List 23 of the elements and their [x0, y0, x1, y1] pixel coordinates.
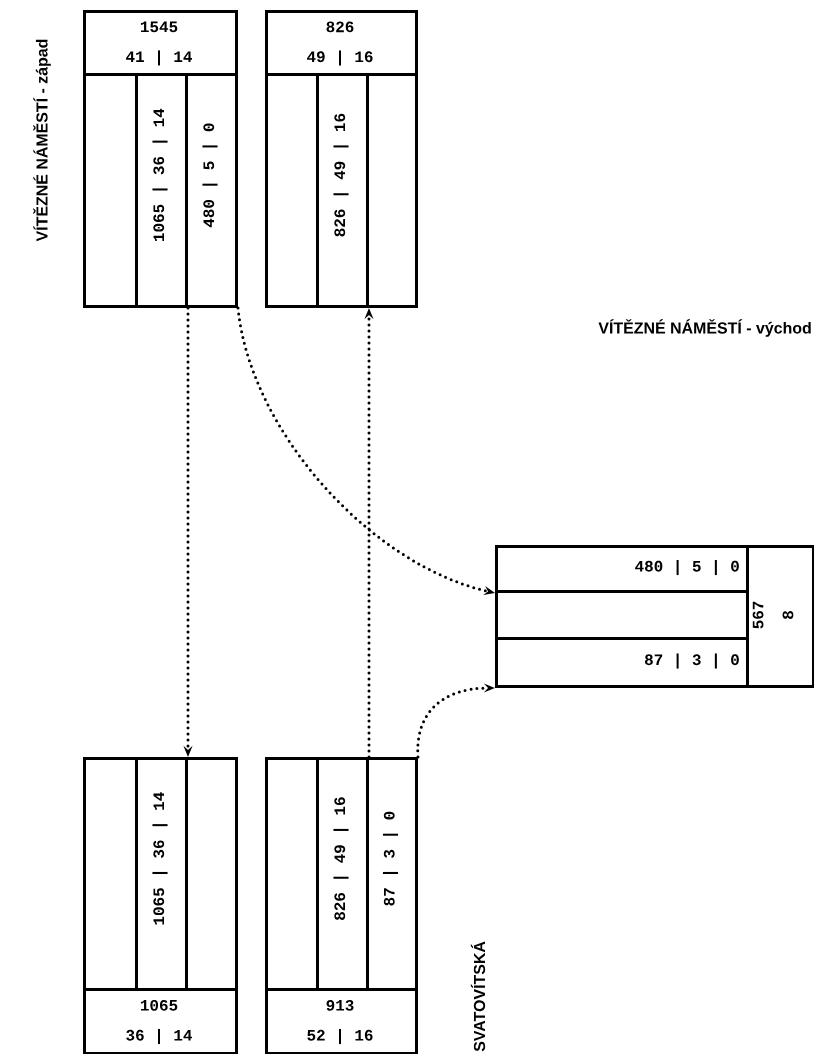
- footer-cell: 1065 36 | 14: [83, 988, 238, 1054]
- header-cell: 1545 41 | 14: [83, 10, 238, 76]
- street-label: VÍTĚZNÉ NÁMĚSTÍ - východ: [598, 319, 811, 337]
- street-label: SVATOVÍTSKÁ: [470, 941, 486, 1052]
- side-cell: 567 8: [746, 545, 814, 688]
- lane-cell: 1065 | 36 | 14: [135, 757, 188, 991]
- lane-cell: 87 | 3 | 0: [366, 757, 418, 991]
- lane-cell: [83, 757, 138, 991]
- footer-cell: 913 52 | 16: [265, 988, 418, 1054]
- lane-cell: [83, 73, 138, 308]
- lane-cell: 480 | 5 | 0: [185, 73, 238, 308]
- street-label: VÍTĚZNÉ NÁMĚSTÍ - západ: [33, 39, 51, 242]
- lane-cell: 826 | 49 | 16: [316, 757, 369, 991]
- header-cell: 826 49 | 16: [265, 10, 418, 76]
- lane-cell: [185, 757, 238, 991]
- row-cell: 87 | 3 | 0: [495, 637, 749, 688]
- row-cell: 480 | 5 | 0: [495, 545, 749, 593]
- lane-cell: [265, 757, 319, 991]
- lane-cell: [366, 73, 418, 308]
- lane-cell: [265, 73, 319, 308]
- lane-cell: 1065 | 36 | 14: [135, 73, 188, 308]
- row-cell: [495, 590, 749, 640]
- lane-cell: 826 | 49 | 16: [316, 73, 369, 308]
